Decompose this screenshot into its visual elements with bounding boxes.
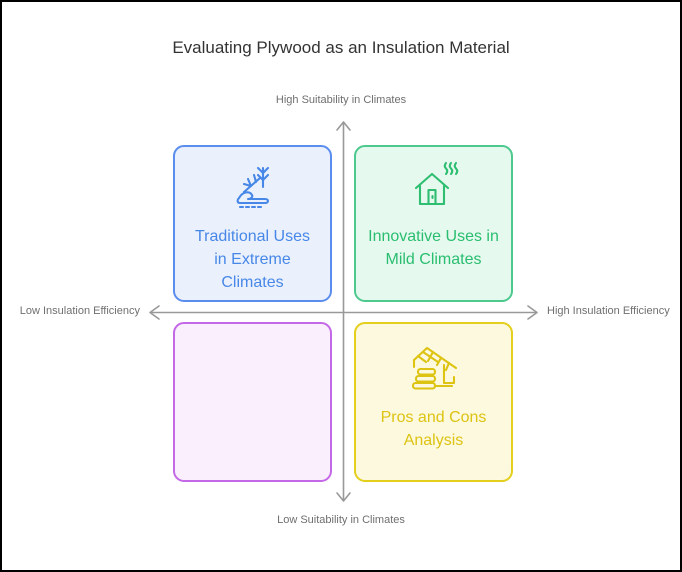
label-line: Traditional Uses: [194, 228, 310, 245]
quadrant-innovative-uses: Innovative Uses in Mild Climates: [354, 145, 513, 302]
label-line: Mild Climates: [385, 251, 482, 268]
quadrant-label: Innovative Uses in Mild Climates: [368, 225, 499, 271]
quadrant-empty: [173, 322, 332, 482]
construction-house-icon: [411, 346, 457, 390]
quadrant-label: Traditional Uses in Extreme Climates: [195, 225, 310, 294]
quadrant-traditional-uses: Traditional Uses in Extreme Climates: [173, 145, 332, 302]
quadrant-pros-cons: Pros and Cons Analysis: [354, 322, 513, 482]
horizontal-axis-arrow: [149, 305, 538, 320]
label-line: Pros and Cons: [380, 409, 487, 426]
label-line: Analysis: [403, 432, 464, 449]
label-line: Climates: [221, 274, 284, 291]
axis-label-right: High Insulation Efficiency: [547, 305, 670, 317]
vertical-axis-arrow: [336, 121, 351, 502]
frost-ground-icon: [236, 166, 269, 209]
axis-label-bottom: Low Suitability in Climates: [277, 514, 405, 526]
axis-label-top: High Suitability in Climates: [275, 94, 407, 106]
label-line: Innovative Uses in: [368, 228, 499, 245]
chart-title: Evaluating Plywood as an Insulation Mate…: [172, 38, 510, 57]
label-line: in Extreme: [214, 251, 291, 268]
axis-label-left: Low Insulation Efficiency: [19, 305, 140, 317]
heated-house-icon: [414, 161, 458, 206]
quadrant-label: Pros and Cons Analysis: [381, 406, 487, 452]
